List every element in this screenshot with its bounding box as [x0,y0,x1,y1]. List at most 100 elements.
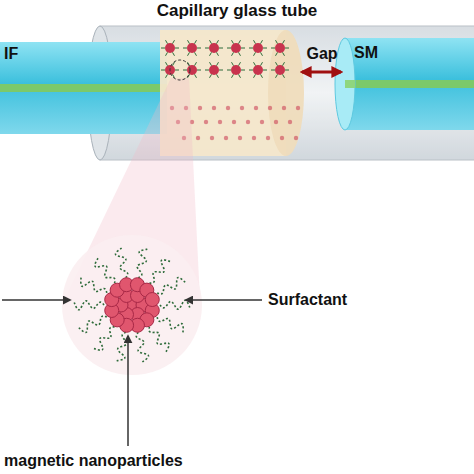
surfactant-tail [283,40,285,43]
surfactant-tail [254,62,256,65]
surfactant-tail [271,70,275,71]
surfactant-tail [276,74,278,77]
surfactant-tail [205,48,209,49]
zoom-marker [170,60,190,80]
surfactant-tail [217,40,219,43]
surfactant-tail [219,70,223,71]
surfactant-tail [276,62,278,65]
part-label: magnetic nanoparticles [4,452,183,470]
nanoparticle [226,106,230,110]
surfactant-tail [183,70,187,71]
surfactant-tail [197,48,201,49]
part-label: Surfactant [268,291,347,309]
surfactant-tail [183,48,187,49]
surfactant-chain [79,316,107,333]
surfactant-tail [166,74,168,77]
nanoparticle [187,65,197,75]
nanoparticle [196,136,200,140]
nanoparticle [282,106,286,110]
surfactant-tail [175,48,179,49]
surfactant-tail [254,74,256,77]
nanoparticle [274,120,278,124]
surfactant-tail [276,40,278,43]
surfactant-tail [232,62,234,65]
right-fiber [345,38,474,130]
surfactant-tail [249,70,253,71]
gap-arrow [302,71,341,74]
fiber-label: SM [354,44,378,62]
surfactant-tail [166,62,168,65]
surfactant-tail [195,62,197,65]
surfactant-tail [261,74,263,77]
fluid-end [268,30,304,156]
gap-label: Gap [306,45,337,63]
surfactant-tail [254,40,256,43]
surfactant-tail [166,40,168,43]
surfactant-tail [263,48,267,49]
surfactant-tail [285,48,289,49]
fiber-core [0,84,167,92]
surfactant-tail [283,52,285,55]
surfactant-tail [239,40,241,43]
surfactant-tail [232,74,234,77]
left-fiber [0,42,167,134]
nanoparticle [275,65,285,75]
nanoparticle [275,43,285,53]
surfactant-tail [283,62,285,65]
surfactant-tail [263,70,267,71]
surfactant-tail [173,62,175,65]
nanoparticle [254,106,258,110]
surfactant-tail [276,52,278,55]
surfactant-tail [173,40,175,43]
fiber-label: IF [4,45,18,63]
inset-circle [62,235,202,375]
surfactant-tail [195,40,197,43]
fiber-core [345,80,474,88]
surfactant-tail [175,70,179,71]
surfactant-tail [271,48,275,49]
surfactant-tail [261,62,263,65]
nanoparticle [260,120,264,124]
surfactant-chain [95,258,115,283]
nanoparticle [294,136,298,140]
nanoparticle [268,106,272,110]
pointer-arrow [2,299,70,301]
surfactant-tail [188,40,190,43]
surfactant-chain [136,332,148,362]
nanoparticle [209,43,219,53]
surfactant-chain [160,300,190,309]
surfactant-tail [249,48,253,49]
pointer-arrow [127,336,129,446]
surfactant-tail [261,52,263,55]
surfactant-tail [261,40,263,43]
nanoparticle [187,43,197,53]
surfactant-tail [241,48,245,49]
nanoparticle [231,65,241,75]
surfactant-tail [195,74,197,77]
tube-label: Capillary glass tube [157,2,318,21]
surfactant-tail [239,62,241,65]
surfactant-tail [232,52,234,55]
nanoparticle [238,136,242,140]
nanoparticle [253,65,263,75]
surfactant-tail [161,48,165,49]
nanoparticle [232,120,236,124]
nanoparticle [218,120,222,124]
surfactant-chain [157,277,185,294]
surfactant-chain [116,332,127,361]
surfactant-tail [210,52,212,55]
surfactant-chain [81,277,107,293]
nanoparticle [288,120,292,124]
surfactant-tail [210,62,212,65]
fiber-core [345,80,355,88]
surfactant-chain [157,317,183,333]
surfactant-chain [74,301,104,310]
surfactant-tail [188,52,190,55]
nanoparticle [145,293,159,307]
surfactant-tail [173,52,175,55]
nanoparticle [253,43,263,53]
nanoparticle [240,106,244,110]
nanoparticle [246,120,250,124]
surfactant-chain [137,249,148,278]
